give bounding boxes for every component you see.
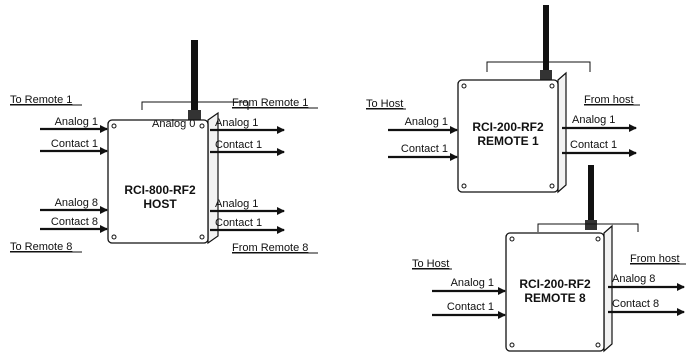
remote-8-to-host-label: To Host [412,258,449,270]
remote-8-side-panel [603,224,613,353]
remote-1-unit: RCI-200-RF2 REMOTE 1 To Host Analog 1 Co… [366,5,640,194]
host-from-remote-8-label: From Remote 8 [232,242,308,254]
host-screw-icon [111,234,117,240]
remote-1-screw-icon [461,83,467,89]
remote-1-antenna-base-icon [540,70,552,80]
host-to-remote-8-label: To Remote 8 [10,241,72,253]
host-in-contact-8-label: Contact 8 [51,216,98,228]
remote-8-enclosure [505,232,605,352]
remote-1-out-contact-1-label: Contact 1 [570,139,617,151]
remote-8-out-contact-8-label: Contact 8 [612,298,659,310]
host-screw-icon [199,123,205,129]
remote-8-in-contact-1-label: Contact 1 [447,301,494,313]
host-enclosure [107,119,209,244]
remote-1-title-line2: REMOTE 1 [477,134,539,148]
remote-1-in-analog-1-label: Analog 1 [405,116,448,128]
host-screw-icon [111,123,117,129]
host-title-line2: HOST [143,197,177,211]
remote-8-out-analog-8-label: Analog 8 [612,273,655,285]
host-out-analog-1b-label: Analog 1 [215,198,258,210]
host-title-line1: RCI-800-RF2 [124,183,196,197]
host-antenna-icon [191,40,198,118]
remote-1-bracket [486,61,591,72]
host-to-remote-1-label: To Remote 1 [10,94,72,106]
remote-8-unit: RCI-200-RF2 REMOTE 8 To Host Analog 1 Co… [412,165,686,353]
remote-8-screw-icon [595,236,601,242]
remote-8-in-analog-1-label: Analog 1 [451,277,494,289]
remote-8-title-line2: REMOTE 8 [524,291,586,305]
host-in-analog-1-label: Analog 1 [55,116,98,128]
remote-1-enclosure [457,79,559,193]
remote-1-antenna-icon [543,5,549,77]
remote-1-from-host-label: From host [584,94,634,106]
host-bracket [141,101,249,110]
remote-8-antenna-icon [588,165,594,225]
host-unit: RCI-800-RF2 HOST Analog 0 To Remote 1 To… [10,40,318,254]
remote-8-bracket [537,223,639,232]
remote-8-title-line1: RCI-200-RF2 [519,277,591,291]
remote-8-from-host-label: From host [630,253,680,265]
remote-8-screw-icon [509,342,515,348]
host-out-contact-1b-label: Contact 1 [215,217,262,229]
remote-8-screw-icon [595,342,601,348]
host-screw-icon [199,234,205,240]
remote-1-title-line1: RCI-200-RF2 [472,120,544,134]
host-out-analog-1a-label: Analog 1 [215,117,258,129]
remote-8-antenna-base-icon [585,220,597,230]
remote-1-screw-icon [549,83,555,89]
host-out-contact-1a-label: Contact 1 [215,139,262,151]
remote-1-in-contact-1-label: Contact 1 [401,143,448,155]
remote-1-out-analog-1-label: Analog 1 [572,114,615,126]
host-in-contact-1-label: Contact 1 [51,138,98,150]
host-antenna-overlap-label: Analog 0 [152,118,195,130]
host-in-analog-8-label: Analog 8 [55,197,98,209]
host-from-remote-1-label: From Remote 1 [232,97,308,109]
host-antenna-base-icon [188,110,201,120]
remote-1-screw-icon [549,183,555,189]
remote-1-to-host-label: To Host [366,98,403,110]
remote-8-screw-icon [509,236,515,242]
remote-1-screw-icon [461,183,467,189]
remote-1-side-panel [557,71,567,194]
